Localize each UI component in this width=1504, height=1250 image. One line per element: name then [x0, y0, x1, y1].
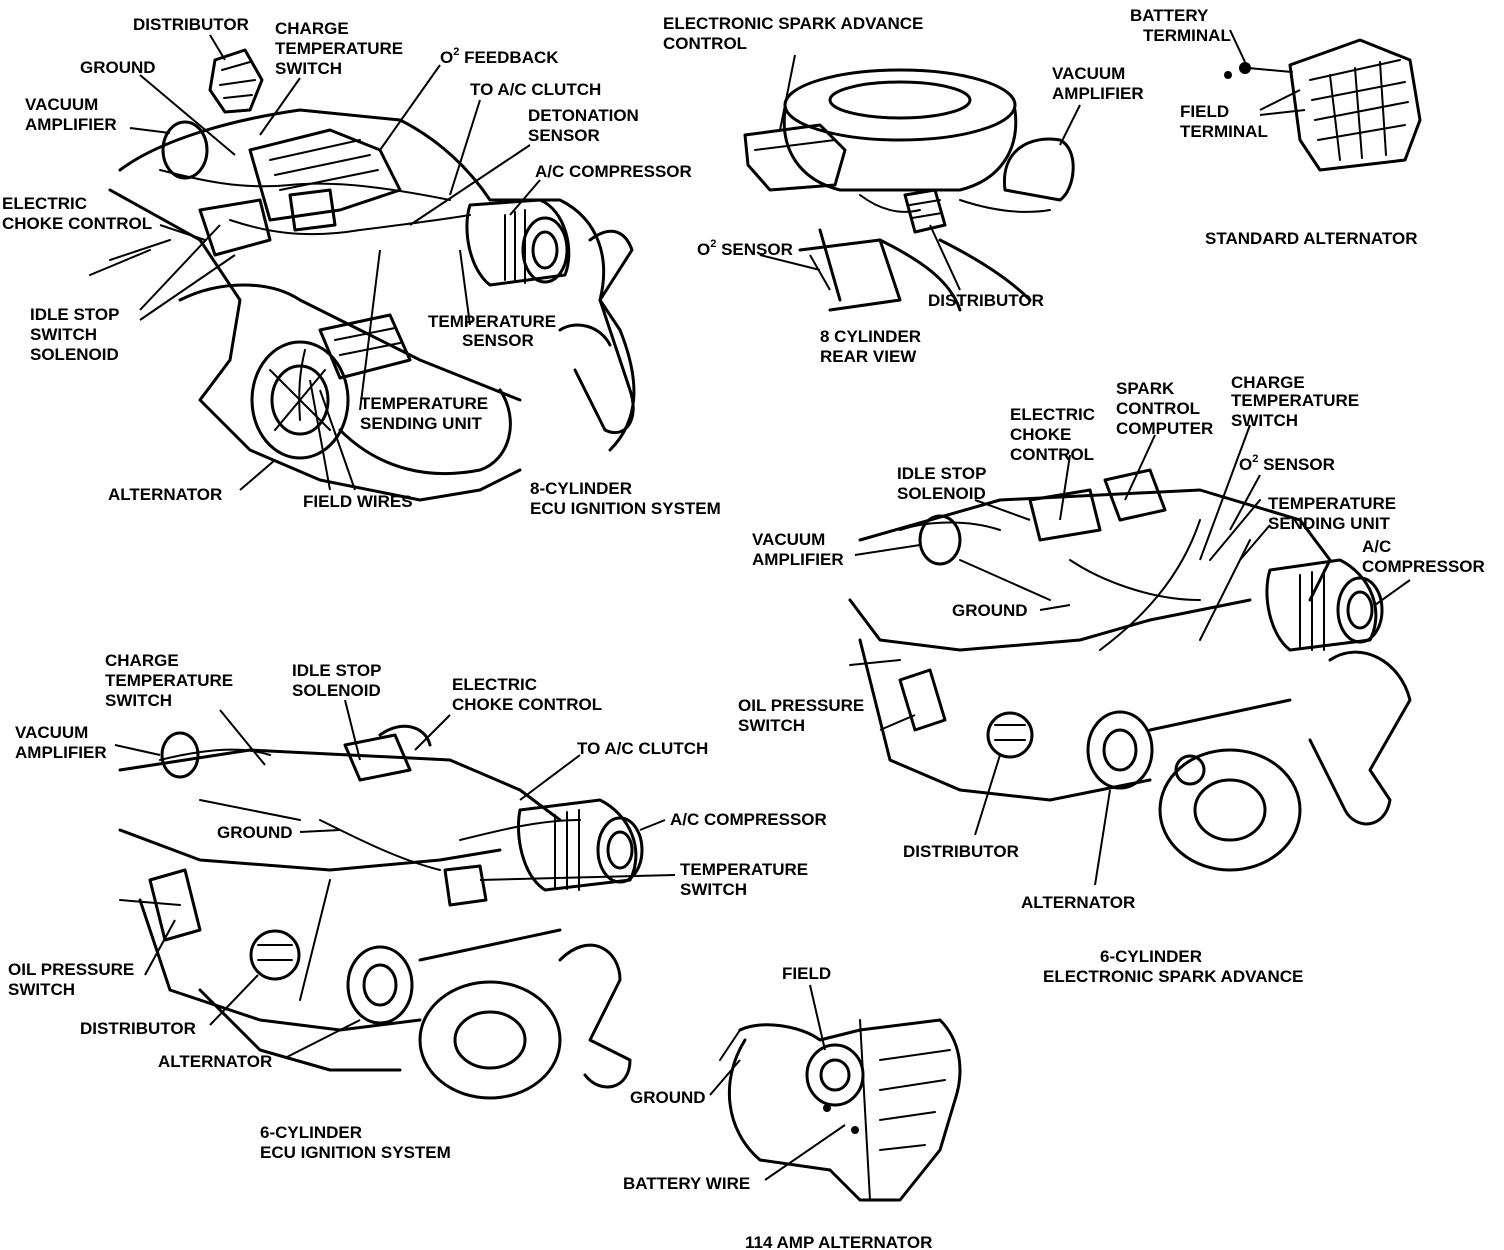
eight-ecu-ac-compressor-label: A/C COMPRESSOR: [535, 162, 692, 181]
eight-ecu-detonation-sensor-label: DETONATION SENSOR: [528, 106, 644, 145]
six-ecu-title: 6-CYLINDER ECU IGNITION SYSTEM: [260, 1123, 451, 1162]
eight-rear-vacuum-amplifier-label: VACUUM AMPLIFIER: [1052, 64, 1144, 103]
six-ecu-labels: 6-CYLINDER ECU IGNITION SYSTEM CHARGE TE…: [8, 651, 827, 1162]
six-esa-temperature-sending-unit-label: TEMPERATURE SENDING UNIT: [1268, 494, 1401, 533]
eight-ecu-engine-drawing: [89, 48, 636, 502]
amp114-alt-battery-wire-label: BATTERY WIRE: [623, 1174, 750, 1193]
six-ecu-engine-drawing: [118, 724, 644, 1100]
six-esa-engine-drawing: [848, 468, 1412, 872]
six-esa-electric-choke-control-label: ELECTRIC CHOKE CONTROL: [1010, 405, 1100, 464]
eight-ecu-labels: 8-CYLINDER ECU IGNITION SYSTEM DISTRIBUT…: [2, 15, 721, 518]
six-esa-ground-label: GROUND: [952, 601, 1028, 620]
eight-rear-title: 8 CYLINDER REAR VIEW: [820, 327, 926, 366]
standard-alt-battery-terminal-label: BATTERY TERMINAL: [1130, 6, 1231, 45]
six-ecu-distributor-label: DISTRIBUTOR: [80, 1019, 196, 1038]
eight-ecu-alternator-label: ALTERNATOR: [108, 485, 222, 504]
eight-ecu-electric-choke-control-label: ELECTRIC CHOKE CONTROL: [2, 194, 152, 233]
six-ecu-electric-choke-control-label: ELECTRIC CHOKE CONTROL: [452, 675, 602, 714]
standard-alt-labels: STANDARD ALTERNATOR BATTERY TERMINAL FIE…: [1130, 6, 1417, 248]
six-esa-distributor-label: DISTRIBUTOR: [903, 842, 1019, 861]
eight-ecu-field-wires-label: FIELD WIRES: [303, 492, 413, 511]
six-esa-spark-control-computer-label: SPARK CONTROL COMPUTER: [1116, 379, 1213, 438]
six-ecu-alternator-label: ALTERNATOR: [158, 1052, 272, 1071]
six-esa-alternator-label: ALTERNATOR: [1021, 893, 1135, 912]
eight-ecu-title: 8-CYLINDER ECU IGNITION SYSTEM: [530, 479, 721, 518]
leader-lines: [114, 29, 1411, 1181]
six-esa-ac-compressor-label: A/C COMPRESSOR: [1362, 537, 1485, 576]
standard-alt-title: STANDARD ALTERNATOR: [1205, 229, 1417, 248]
six-esa-o2-sensor-label: O2 SENSOR: [1239, 453, 1335, 474]
six-esa-charge-temp-switch-label: CHARGE TEMPERATURE SWITCH: [1231, 373, 1364, 430]
eight-rear-esa-control-label: ELECTRONIC SPARK ADVANCE CONTROL: [663, 14, 928, 53]
eight-ecu-distributor-label: DISTRIBUTOR: [133, 15, 249, 34]
eight-ecu-temperature-sensor-label: TEMPERATURE SENSOR: [428, 312, 561, 350]
standard-alt-field-terminal-label: FIELD TERMINAL: [1180, 102, 1268, 141]
six-ecu-ground-label: GROUND: [217, 823, 293, 842]
amp114-alt-ground-label: GROUND: [630, 1088, 706, 1107]
six-ecu-ac-compressor-label: A/C COMPRESSOR: [670, 810, 827, 829]
eight-rear-labels: 8 CYLINDER REAR VIEW ELECTRONIC SPARK AD…: [663, 14, 1144, 366]
six-ecu-temperature-switch-label: TEMPERATURE SWITCH: [680, 860, 813, 899]
eight-ecu-ground-label: GROUND: [80, 58, 156, 77]
six-esa-idle-stop-solenoid-label: IDLE STOP SOLENOID: [897, 464, 991, 503]
six-ecu-vacuum-amplifier-label: VACUUM AMPLIFIER: [15, 723, 107, 762]
eight-ecu-idle-stop-switch-solenoid-label: IDLE STOP SWITCH SOLENOID: [30, 305, 124, 364]
amp114-alt-title: 114 AMP ALTERNATOR: [745, 1233, 932, 1250]
six-ecu-idle-stop-solenoid-label: IDLE STOP SOLENOID: [292, 661, 386, 700]
eight-ecu-charge-temp-switch-label: CHARGE TEMPERATURE SWITCH: [275, 19, 408, 78]
amp114-alternator-drawing: [719, 1018, 962, 1202]
six-esa-labels: 6-CYLINDER ELECTRONIC SPARK ADVANCE ELEC…: [738, 373, 1485, 986]
six-ecu-oil-pressure-switch-label: OIL PRESSURE SWITCH: [8, 960, 139, 999]
standard-alternator-drawing: [1224, 38, 1422, 172]
six-esa-title: 6-CYLINDER ELECTRONIC SPARK ADVANCE: [1043, 947, 1303, 986]
eight-ecu-to-ac-clutch-label: TO A/C CLUTCH: [470, 80, 601, 99]
eight-ecu-temperature-sending-unit-label: TEMPERATURE SENDING UNIT: [360, 394, 493, 433]
eight-rear-engine-drawing: [743, 68, 1075, 312]
eight-ecu-vacuum-amplifier-label: VACUUM AMPLIFIER: [25, 95, 117, 134]
eight-rear-distributor-label: DISTRIBUTOR: [928, 291, 1044, 310]
amp114-alt-field-label: FIELD: [782, 964, 831, 983]
six-esa-oil-pressure-switch-label: OIL PRESSURE SWITCH: [738, 696, 869, 735]
six-ecu-charge-temp-switch-label: CHARGE TEMPERATURE SWITCH: [105, 651, 238, 710]
six-esa-vacuum-amplifier-label: VACUUM AMPLIFIER: [752, 530, 844, 569]
eight-ecu-o2-feedback-label: O2 FEEDBACK: [440, 46, 559, 67]
six-ecu-to-ac-clutch-label: TO A/C CLUTCH: [577, 739, 708, 758]
eight-rear-o2-sensor-label: O2 SENSOR: [697, 238, 793, 259]
amp114-alt-labels: 114 AMP ALTERNATOR FIELD GROUND BATTERY …: [623, 964, 932, 1250]
